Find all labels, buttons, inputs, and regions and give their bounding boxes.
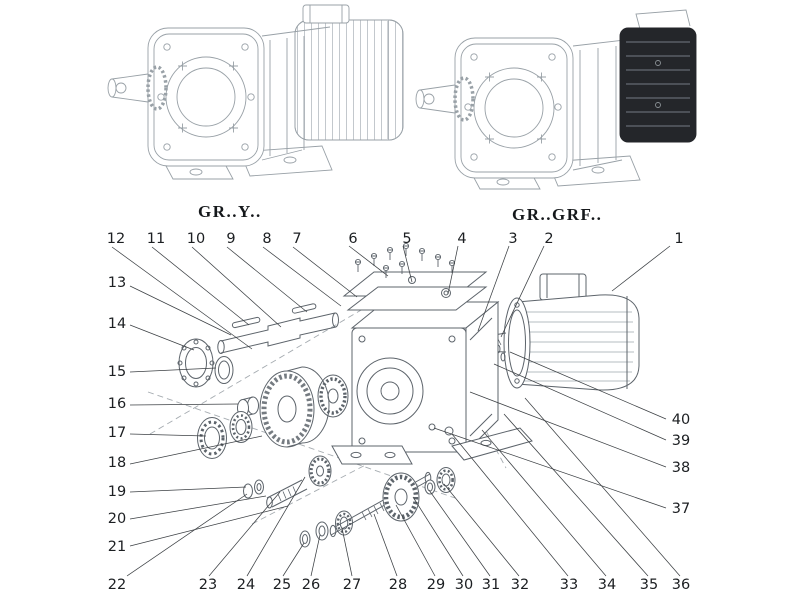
mounting-foot-right (451, 427, 533, 461)
part-number-18: 18 (107, 454, 127, 471)
part-number-39: 39 (671, 432, 691, 449)
part-number-3: 3 (508, 230, 518, 247)
bearing-retainer-flange (178, 338, 214, 388)
bearing-small (229, 411, 253, 443)
assembled-view-gr-y (107, 4, 404, 180)
shaft-key-1 (231, 316, 261, 329)
terminal-box (302, 4, 350, 24)
part-number-11: 11 (146, 230, 166, 247)
part-number-22: 22 (107, 576, 127, 593)
part-number-36: 36 (671, 576, 691, 593)
part-number-32: 32 (510, 576, 530, 593)
part-number-15: 15 (107, 363, 127, 380)
vent-plug (408, 276, 416, 284)
variant-label-gr-y: GR..Y.. (198, 202, 262, 221)
part-number-5: 5 (402, 230, 412, 247)
motor-body (294, 19, 404, 141)
part-number-20: 20 (107, 510, 127, 527)
part-number-7: 7 (292, 230, 302, 247)
part-number-28: 28 (388, 576, 408, 593)
output-shaft (111, 73, 149, 103)
variant-label-gr-grf: GR..GRF.. (512, 205, 603, 224)
bearing-flange-group (177, 338, 259, 459)
housing-bore (356, 357, 424, 425)
eye-bolt (441, 288, 451, 298)
part-number-19: 19 (107, 483, 127, 500)
part-number-6: 6 (348, 230, 358, 247)
part-number-23: 23 (198, 576, 218, 593)
assembled-view-gr-grf (415, 9, 697, 190)
washer-3 (299, 530, 311, 548)
part-number-10: 10 (186, 230, 206, 247)
washer-5 (424, 479, 436, 495)
housing-cover (342, 242, 488, 311)
part-number-21: 21 (107, 538, 127, 555)
part-number-35: 35 (639, 576, 659, 593)
part-number-26: 26 (301, 576, 321, 593)
part-number-25: 25 (272, 576, 292, 593)
part-number-4: 4 (457, 230, 467, 247)
part-number-24: 24 (236, 576, 256, 593)
part-number-9: 9 (226, 230, 236, 247)
exploded-motor (478, 273, 640, 391)
output-shaft-assembly (299, 467, 456, 548)
exploded-view (147, 242, 640, 548)
part-number-37: 37 (671, 500, 691, 517)
washer-2 (254, 479, 264, 495)
part-number-27: 27 (342, 576, 362, 593)
part-number-8: 8 (262, 230, 272, 247)
part-number-40: 40 (671, 411, 691, 428)
drain-plug (444, 426, 454, 436)
gear-housing (331, 300, 533, 465)
gear-set (259, 366, 349, 448)
input-shaft-assembly (217, 303, 339, 354)
part-number-38: 38 (671, 459, 691, 476)
intermediate-pinion-group (243, 455, 332, 509)
mounting-foot-left (331, 445, 413, 465)
oil-seal (214, 356, 234, 384)
gearbox-front-cover (147, 27, 265, 167)
part-number-34: 34 (597, 576, 617, 593)
part-number-30: 30 (454, 576, 474, 593)
output-shaft-grf (419, 84, 456, 114)
part-number-31: 31 (481, 576, 501, 593)
washer-4 (315, 521, 329, 541)
part-number-17: 17 (107, 424, 127, 441)
part-number-33: 33 (559, 576, 579, 593)
part-number-12: 12 (106, 230, 126, 247)
grf-cover (619, 27, 697, 143)
part-number-13: 13 (107, 274, 127, 291)
part-number-29: 29 (426, 576, 446, 593)
part-number-16: 16 (107, 395, 127, 412)
shaft-key-2 (291, 303, 317, 314)
part-number-1: 1 (674, 230, 684, 247)
part-number-2: 2 (544, 230, 554, 247)
pinion-shaft (266, 479, 308, 508)
leader-lines (111, 245, 681, 577)
gearbox-front-cover-grf (454, 37, 574, 179)
part-number-14: 14 (107, 315, 127, 332)
